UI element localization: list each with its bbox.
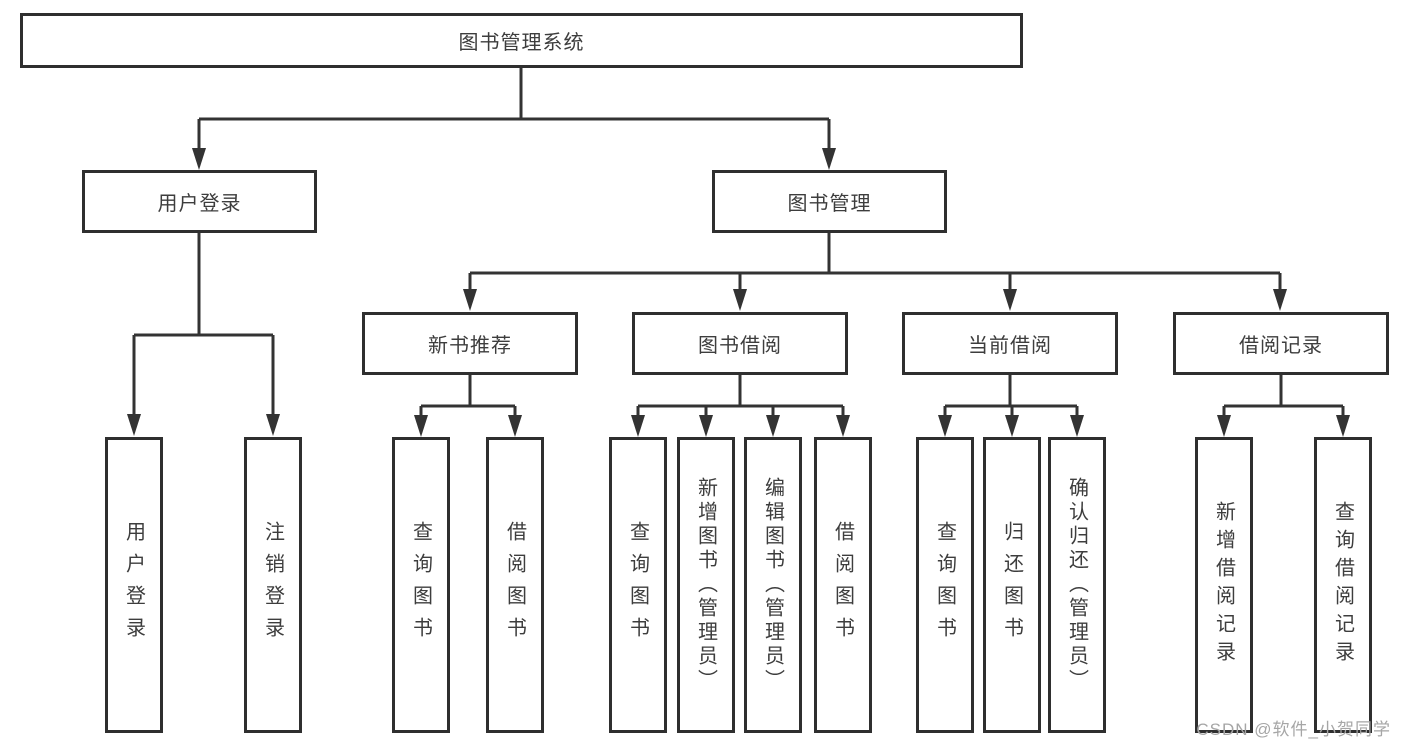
leaf-add-books-admin: 新增图书（管理员） xyxy=(677,437,735,733)
leaf-borrow-books-recommend: 借阅图书 xyxy=(486,437,544,733)
leaf-add-borrow-record: 新增借阅记录 xyxy=(1195,437,1253,733)
arrowheads xyxy=(127,148,1350,437)
leaf-query-books-current: 查询图书 xyxy=(916,437,974,733)
node-current-borrowing: 当前借阅 xyxy=(902,312,1118,375)
leaf-query-books-borrowing: 查询图书 xyxy=(609,437,667,733)
leaf-query-books-recommend: 查询图书 xyxy=(392,437,450,733)
node-new-book-recommend: 新书推荐 xyxy=(362,312,578,375)
csdn-watermark: CSDN @软件_小贺同学 xyxy=(1196,720,1391,739)
node-book-management-module: 图书管理 xyxy=(712,170,947,233)
leaf-borrow-books: 借阅图书 xyxy=(814,437,872,733)
leaf-confirm-return-admin: 确认归还（管理员） xyxy=(1048,437,1106,733)
leaf-return-books: 归还图书 xyxy=(983,437,1041,733)
leaf-logout: 注销登录 xyxy=(244,437,302,733)
leaf-edit-books-admin: 编辑图书（管理员） xyxy=(744,437,802,733)
node-system-root: 图书管理系统 xyxy=(20,13,1023,68)
leaf-user-login: 用户登录 xyxy=(105,437,163,733)
leaf-query-borrow-record: 查询借阅记录 xyxy=(1314,437,1372,733)
node-borrowing-records: 借阅记录 xyxy=(1173,312,1389,375)
node-user-login-module: 用户登录 xyxy=(82,170,317,233)
node-book-borrowing: 图书借阅 xyxy=(632,312,848,375)
